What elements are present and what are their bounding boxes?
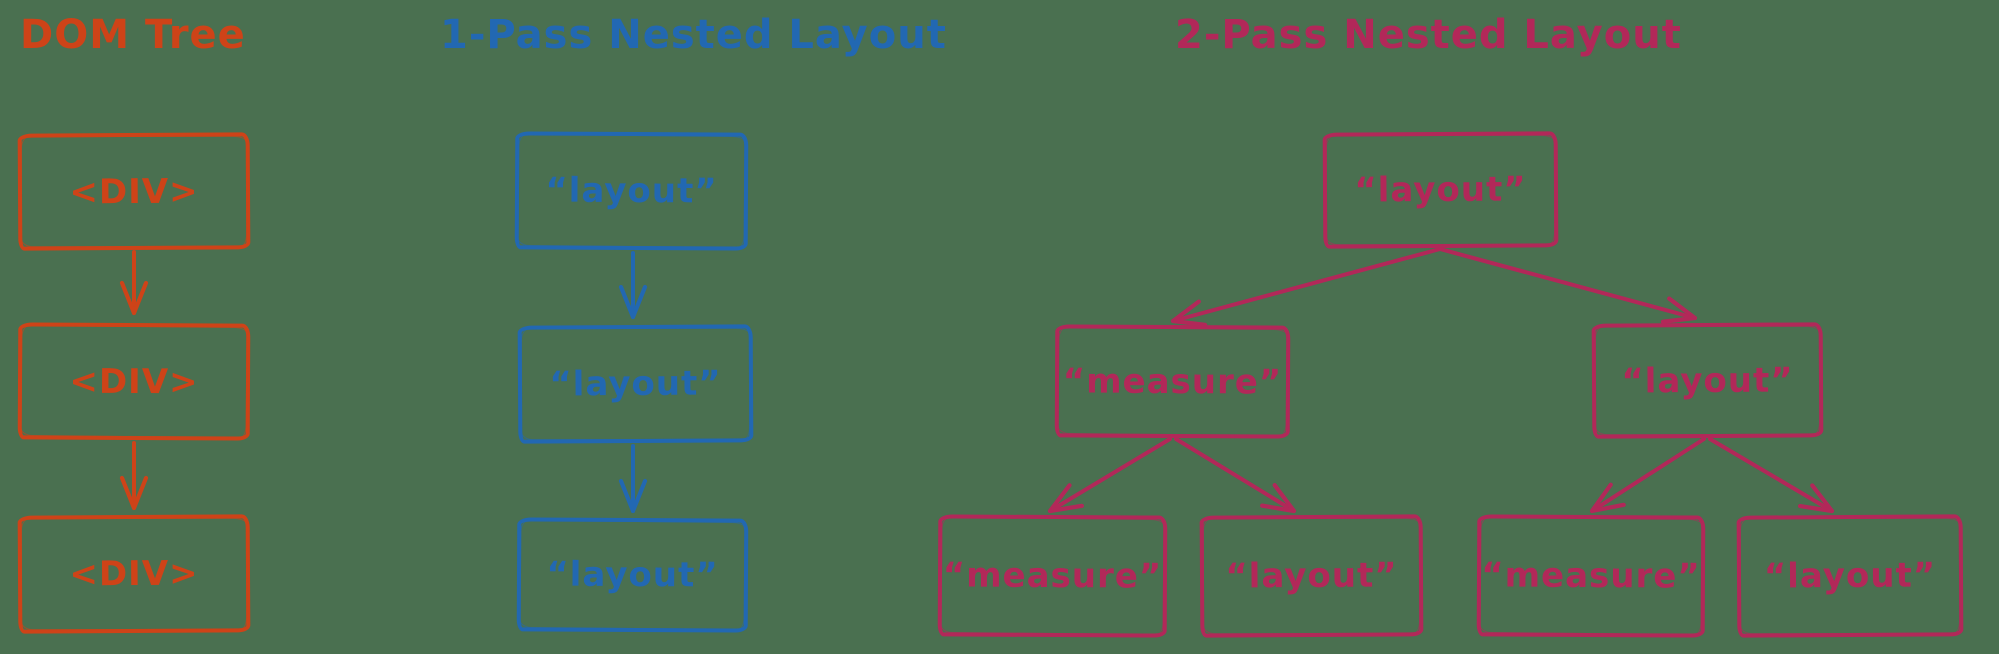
node-label: “layout” (1225, 555, 1398, 597)
node-label: “layout” (1354, 169, 1527, 211)
dom-tree-node-1: <DIV> (17, 132, 251, 251)
node-label: “layout” (1621, 359, 1794, 402)
dom-tree-node-3: <DIV> (17, 514, 251, 634)
dom-tree-title: DOM Tree (20, 12, 246, 58)
two-pass-leaf-2: “layout” (1199, 514, 1424, 638)
two-pass-leaf-1: “measure” (937, 514, 1168, 638)
node-label: “layout” (546, 554, 719, 596)
node-label: <DIV> (69, 553, 199, 595)
two-pass-arrow-measure-right (1174, 437, 1297, 514)
two-pass-measure-node: “measure” (1054, 324, 1291, 439)
two-pass-leaf-3: “measure” (1476, 514, 1706, 638)
node-label: “measure” (1481, 555, 1701, 597)
one-pass-node-3: “layout” (516, 517, 749, 633)
two-pass-arrow-measure-left (1047, 437, 1172, 514)
dom-tree-node-2: <DIV> (17, 322, 251, 441)
one-pass-node-1: “layout” (514, 131, 749, 251)
node-label: “layout” (1763, 555, 1937, 597)
node-label: <DIV> (69, 171, 199, 212)
two-pass-arrow-root-left (1170, 247, 1442, 327)
two-pass-arrow-layout-right (1708, 437, 1835, 514)
one-pass-node-2: “layout” (517, 324, 754, 444)
one-pass-title: 1-Pass Nested Layout (440, 12, 947, 58)
two-pass-leaf-4: “layout” (1736, 514, 1964, 638)
two-pass-root-node: “layout” (1322, 131, 1559, 249)
two-pass-arrow-root-right (1438, 247, 1698, 324)
two-pass-arrow-layout-left (1589, 437, 1706, 514)
node-label: <DIV> (69, 361, 199, 402)
node-label: “layout” (549, 363, 722, 405)
node-label: “layout” (545, 170, 718, 212)
node-label: “measure” (1062, 360, 1283, 403)
node-label: “measure” (942, 555, 1163, 597)
two-pass-title: 2-Pass Nested Layout (1175, 12, 1682, 58)
two-pass-layout-node: “layout” (1591, 322, 1824, 439)
